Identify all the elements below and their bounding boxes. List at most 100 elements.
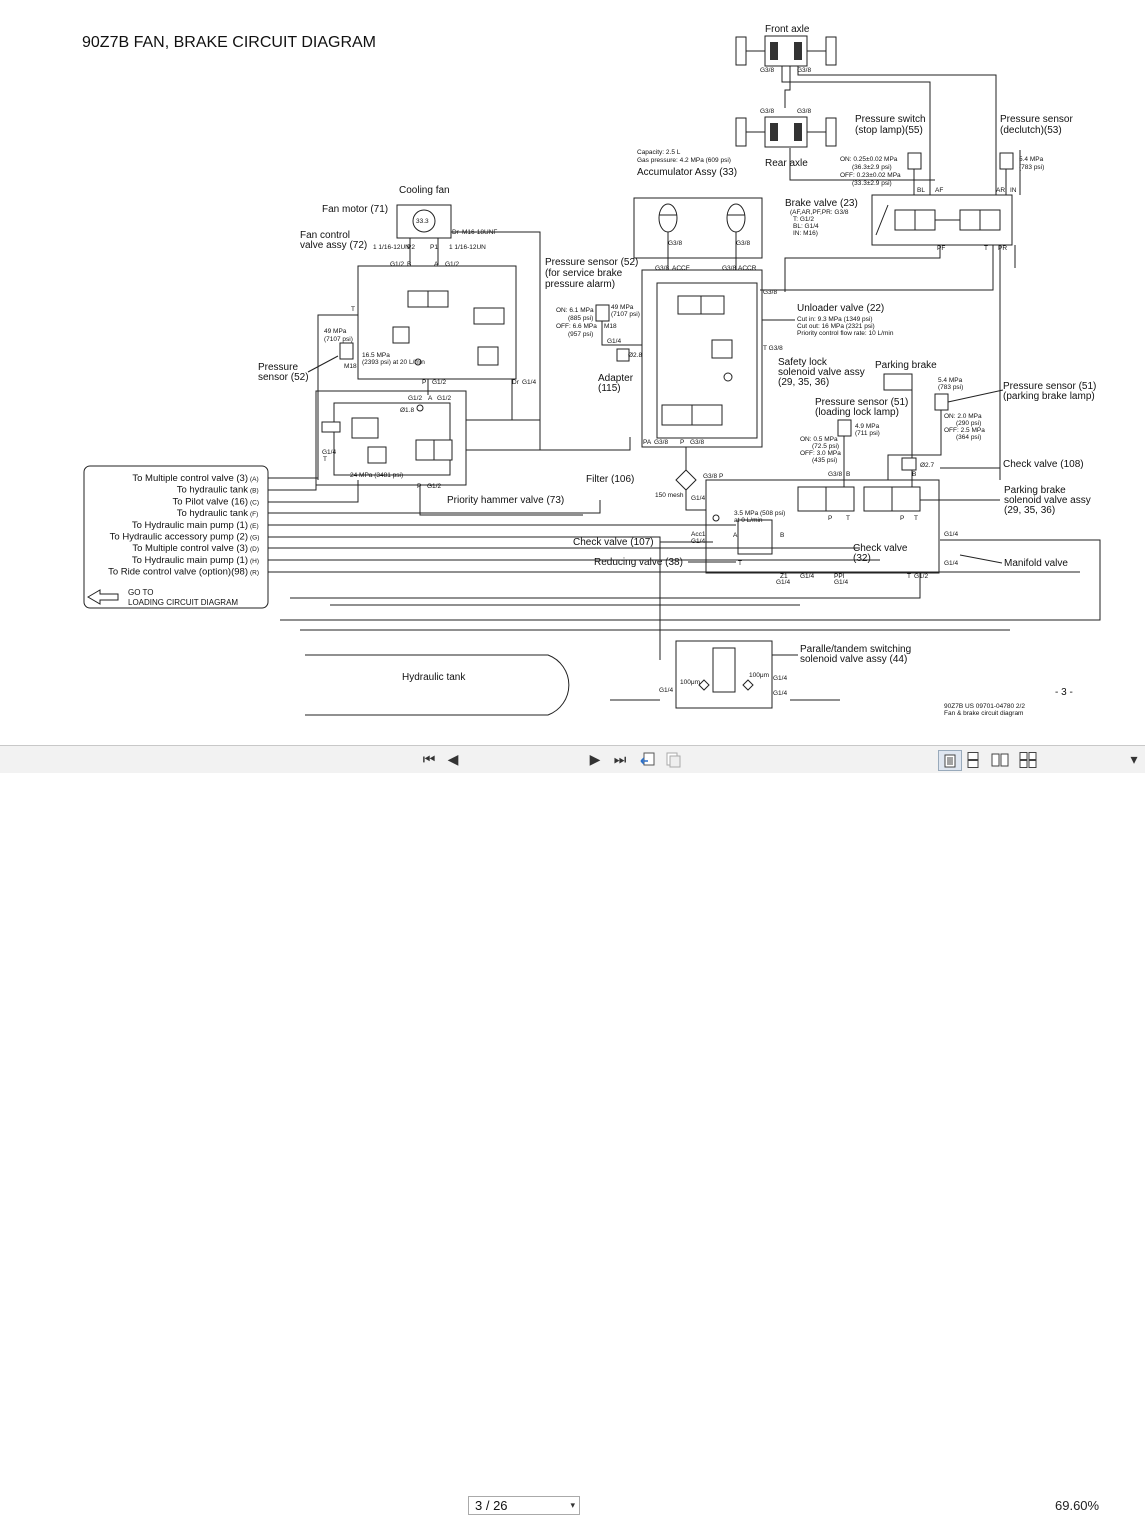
port-label: Dr <box>512 379 520 386</box>
spec-text: at 0 L/min <box>734 517 763 524</box>
port-label: PF <box>937 245 945 252</box>
brake-valve: BL AF AR IN PF T PR <box>871 187 1017 252</box>
port-label: T <box>907 573 911 580</box>
next-page-button[interactable]: ▶ <box>585 750 605 769</box>
spec-text: 16.5 MPa <box>362 352 390 359</box>
port-label: T <box>323 456 327 463</box>
pressure-sensor-52a-label: Pressure <box>258 362 298 373</box>
last-page-button[interactable]: ⏭ <box>609 750 631 769</box>
connection-label: To Hydraulic main pump (1) <box>132 555 248 566</box>
unloader-valve-label: Unloader valve (22) <box>797 303 884 314</box>
port-label: Acc1 <box>691 531 706 538</box>
connection-label: To Hydraulic main pump (1) <box>132 520 248 531</box>
port-label: G3/8 <box>703 473 717 480</box>
orifice-label: Ø1.8 <box>400 407 414 414</box>
port-label: T <box>984 245 988 252</box>
spec-text: 3.5 MPa (508 psi) <box>734 510 785 517</box>
parking-solenoid-label-2: solenoid valve assy <box>1004 495 1091 506</box>
connection-label: To Multiple control valve (3) <box>132 473 248 484</box>
port-label: G3/8 <box>760 108 774 115</box>
port-label: T <box>738 560 742 567</box>
port-label: G3/8 <box>736 240 750 247</box>
spec-text: IN: M16) <box>793 230 818 237</box>
spec-text: 5.4 MPa <box>938 377 963 384</box>
hydraulic-tank-label: Hydraulic tank <box>402 672 466 683</box>
port-label: A <box>428 395 433 402</box>
port-label: B <box>846 471 850 478</box>
pressure-sensor-53-label-2: (declutch)(53) <box>1000 125 1062 136</box>
manifold-valve-label: Manifold valve <box>1004 558 1068 569</box>
port-label: A <box>733 532 738 539</box>
port-label: 1 1/16-12UN <box>449 244 486 251</box>
pressure-sensor-52a-label-2: sensor (52) <box>258 372 309 383</box>
connection-label: To Multiple control valve (3) <box>132 543 248 554</box>
pressure-sensor-52b-label-3: pressure alarm) <box>545 279 615 290</box>
port-label: P <box>422 379 426 386</box>
spec-text: (957 psi) <box>568 331 593 338</box>
go-back-button[interactable] <box>638 750 658 769</box>
continuous-facing-view-button[interactable] <box>1017 750 1039 769</box>
adapter-label-2: (115) <box>598 383 621 394</box>
port-label: G3/8 <box>797 67 811 74</box>
spec-text: 24 MPa (3481 psi) <box>350 472 403 479</box>
fan-valve-label-2: valve assy (72) <box>300 240 367 251</box>
port-label: T G3/8 <box>763 345 783 352</box>
single-page-view-button[interactable] <box>938 750 962 771</box>
port-label: M18 <box>344 363 357 370</box>
footer-code: 90Z7B US 09701-04780 2/2 <box>944 703 1025 710</box>
fan-motor-symbol <box>412 209 436 233</box>
port-label: A <box>434 261 439 268</box>
reducing-valve-label: Reducing valve (38) <box>594 557 683 568</box>
goto-line1: GO TO <box>128 588 154 597</box>
footer-caption: Fan & brake circuit diagram <box>944 710 1023 717</box>
check-valve-107-label: Check valve (107) <box>573 537 654 548</box>
filter-106-symbol <box>675 469 697 491</box>
go-back-icon <box>640 752 655 765</box>
port-label: P <box>719 473 723 480</box>
connection-label: To Hydraulic accessory pump (2) <box>110 532 248 543</box>
safety-lock-label-3: (29, 35, 36) <box>778 377 829 388</box>
port-label: G1/2 <box>408 395 422 402</box>
spec-text: OFF: 6.6 MPa <box>556 323 597 330</box>
circuit-diagram: Front axle G3/8 G3/8 Rear axle G3/8 G3/8… <box>83 24 1101 717</box>
facing-view-button[interactable] <box>989 750 1011 769</box>
connection-port: (A) <box>250 476 259 483</box>
zoom-dropdown-button[interactable]: ▾ <box>1126 750 1142 769</box>
port-label: G1/4 <box>944 560 958 567</box>
connection-port: (H) <box>250 558 259 565</box>
port-label: G1/4 <box>607 338 621 345</box>
spec-text: 100μm <box>749 672 769 679</box>
port-label: G1/4 <box>800 573 814 580</box>
safety-lock-label-2: solenoid valve assy <box>778 367 865 378</box>
continuous-page-icon <box>967 751 979 768</box>
paralle-valve-label-2: solenoid valve assy (44) <box>800 654 907 665</box>
paralle-valve-label: Paralle/tandem switching <box>800 644 911 655</box>
port-label: G1/4 <box>659 687 673 694</box>
spec-text: T: G1/2 <box>793 216 814 223</box>
cooling-fan-label: Cooling fan <box>399 185 450 196</box>
zoom-level[interactable]: 69.60% <box>1055 1498 1100 1513</box>
spec-text: (36.3±2.9 psi) <box>852 164 892 171</box>
go-forward-button[interactable] <box>663 750 683 769</box>
connection-label: To Pilot valve (16) <box>172 496 248 507</box>
connection-port: (B) <box>250 488 259 495</box>
port-label: M18 <box>604 323 617 330</box>
spec-text: 150 mesh <box>655 492 684 499</box>
parking-solenoid-label: Parking brake <box>1004 485 1066 496</box>
pressure-sensor-53-label: Pressure sensor <box>1000 114 1073 125</box>
port-label: G3/8 <box>655 265 669 272</box>
port-label: ACCR <box>738 265 757 272</box>
previous-page-icon: ◀ <box>447 751 459 767</box>
fan-valve-label: Fan control <box>300 230 350 241</box>
port-label: AR <box>996 187 1005 194</box>
document-viewport: 90Z7B FAN, BRAKE CIRCUIT DIAGRAM Front a… <box>0 0 1145 746</box>
goto-line2: LOADING CIRCUIT DIAGRAM <box>128 598 238 607</box>
adapter-label: Adapter <box>598 373 634 384</box>
chevron-down-icon: ▾ <box>1130 751 1138 767</box>
page-selector[interactable]: 3 / 26 ▾ <box>468 1496 580 1515</box>
continuous-view-button[interactable] <box>963 750 983 769</box>
spec-text: ON: 0.5 MPa <box>800 436 838 443</box>
first-page-button[interactable]: ⏮ <box>419 750 439 769</box>
previous-page-button[interactable]: ◀ <box>443 750 463 769</box>
parking-brake-label: Parking brake <box>875 360 937 371</box>
